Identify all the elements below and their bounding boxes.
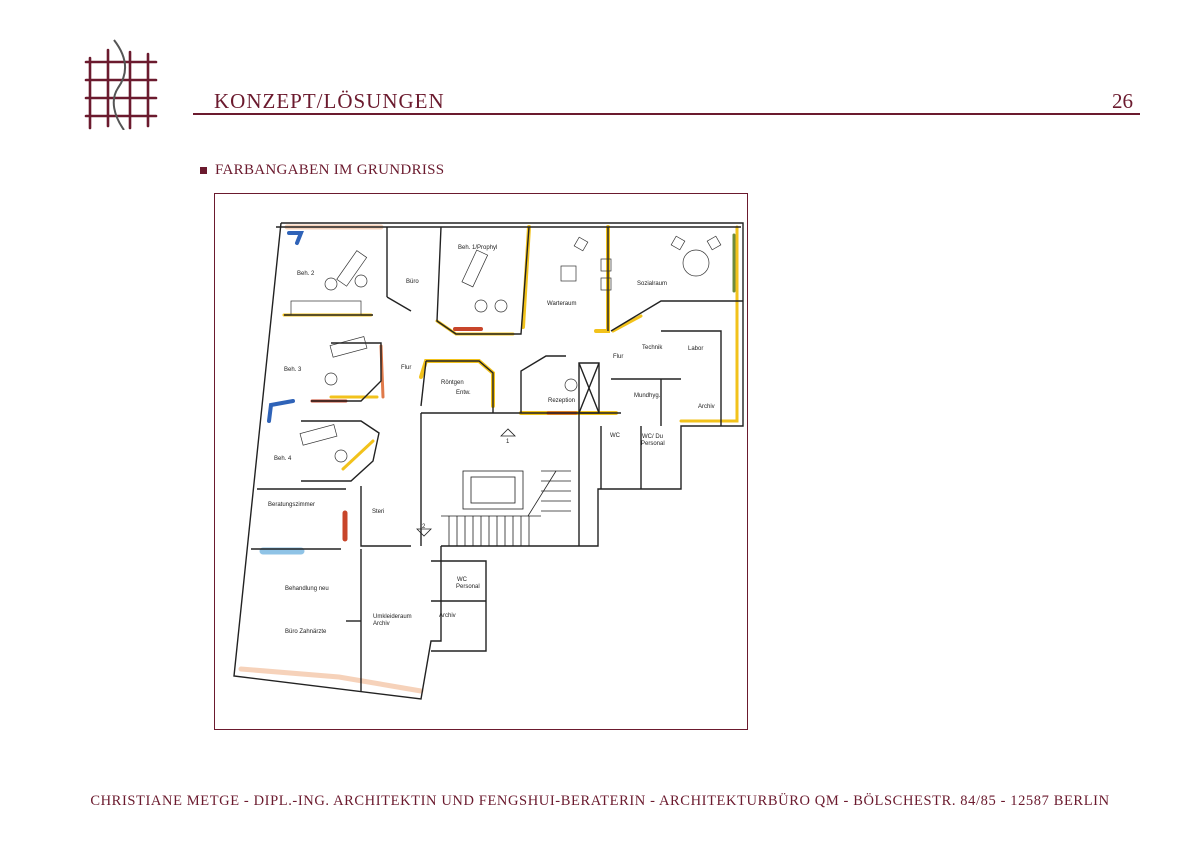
square-bullet-icon — [200, 167, 207, 174]
room-label: WC — [457, 577, 468, 583]
room-label: Beratungszimmer — [268, 502, 315, 508]
room-label: Warteraum — [547, 301, 576, 307]
room-label: Entw. — [456, 390, 471, 396]
room-label: Mundhyg. — [634, 393, 661, 399]
room-label: Beh. 4 — [274, 456, 292, 462]
room-label: Sozialraum — [637, 281, 667, 287]
page-number: 26 — [1112, 89, 1133, 113]
color-highlights — [238, 224, 739, 694]
room-label: Rezeption — [548, 398, 575, 404]
stairwell — [416, 428, 571, 547]
room-label: Flur — [401, 365, 411, 371]
room-labels: Beh. 2 Büro Beh. 1/Prophyl Warteraum Soz… — [268, 245, 715, 635]
stair-marker: 2 — [422, 524, 426, 530]
room-label: Flur — [613, 354, 623, 360]
room-label: Technik — [642, 345, 663, 351]
room-label: WC — [610, 433, 621, 439]
section-heading: FARBANGABEN IM GRUNDRISS — [200, 162, 444, 179]
room-label: Beh. 1/Prophyl — [458, 245, 497, 251]
room-label: Archiv — [373, 621, 390, 627]
room-label: Personal — [456, 584, 480, 590]
room-label: Personal — [641, 441, 665, 447]
room-label: Büro — [406, 279, 419, 285]
room-label: Archiv — [439, 613, 456, 619]
header-divider — [193, 113, 1140, 115]
walls — [233, 222, 744, 700]
room-label: Steri — [372, 509, 384, 515]
room-label: Labor — [688, 346, 703, 352]
footer-address: CHRISTIANE METGE - DIPL.-ING. ARCHITEKTI… — [90, 793, 1110, 809]
room-label: Beh. 2 — [297, 271, 315, 277]
room-label: Büro Zahnärzte — [285, 629, 327, 635]
stair-marker: 1 — [506, 439, 510, 445]
floorplan: Beh. 2 Büro Beh. 1/Prophyl Warteraum Soz… — [233, 222, 744, 700]
room-label: Behandlung neu — [285, 586, 329, 592]
furniture — [290, 235, 722, 463]
page-title: KONZEPT/LÖSUNGEN — [214, 89, 445, 113]
section-title: FARBANGABEN IM GRUNDRISS — [215, 162, 445, 178]
logo-grid-icon — [84, 39, 158, 130]
room-label: Beh. 3 — [284, 367, 302, 373]
floorplan-frame: Beh. 2 Büro Beh. 1/Prophyl Warteraum Soz… — [214, 193, 748, 730]
room-label: Archiv — [698, 404, 715, 410]
room-label: Umkleideraum — [373, 614, 412, 620]
room-label: Röntgen — [441, 380, 464, 386]
room-label: WC/ Du — [642, 434, 663, 440]
